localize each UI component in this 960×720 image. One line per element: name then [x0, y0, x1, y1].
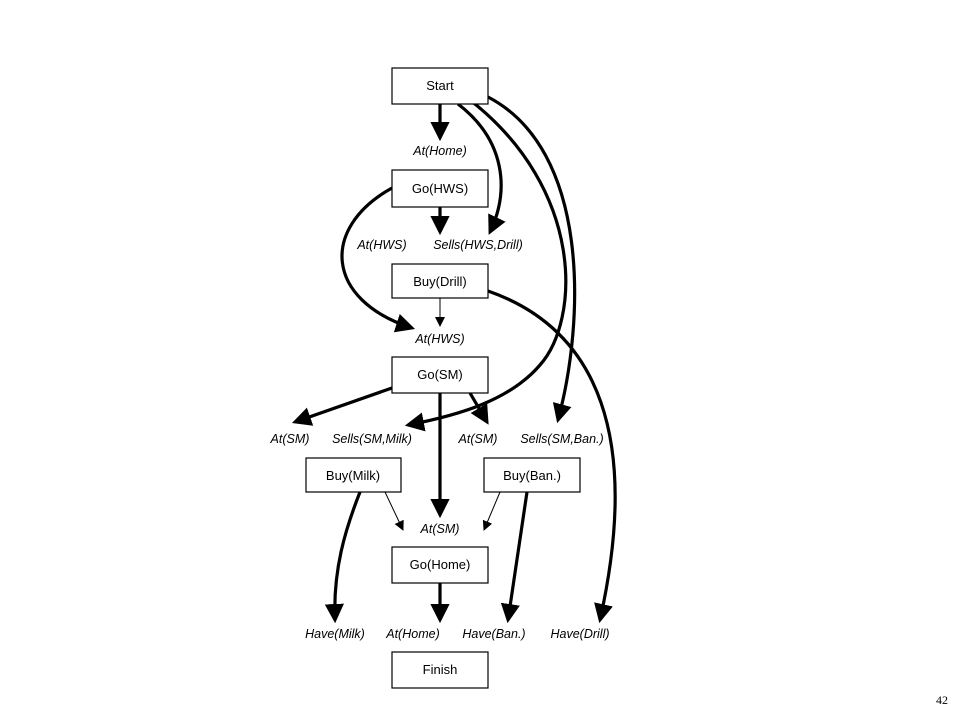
cond-at-sm-1: At(SM)	[270, 432, 310, 446]
step-buy-milk-label: Buy(Milk)	[326, 468, 380, 483]
cond-sells-hws-drill: Sells(HWS,Drill)	[433, 238, 523, 252]
cond-have-milk: Have(Milk)	[305, 627, 365, 641]
cond-at-sm-2: At(SM)	[458, 432, 498, 446]
step-go-hws-label: Go(HWS)	[412, 181, 468, 196]
step-start-label: Start	[426, 78, 454, 93]
step-buy-milk: Buy(Milk)	[305, 457, 402, 493]
step-go-sm-label: Go(SM)	[417, 367, 463, 382]
step-finish-label: Finish	[423, 662, 458, 677]
cond-at-hws-2: At(HWS)	[414, 332, 464, 346]
edge-buy-ban-to-at-sm	[482, 491, 501, 531]
cond-at-hws-1: At(HWS)	[356, 238, 406, 252]
cond-have-ban: Have(Ban.)	[462, 627, 525, 641]
step-go-sm: Go(SM)	[391, 356, 489, 394]
cond-sells-sm-milk: Sells(SM,Milk)	[332, 432, 412, 446]
step-start: Start	[391, 67, 489, 105]
page-number: 42	[936, 693, 948, 707]
step-buy-drill-label: Buy(Drill)	[413, 274, 466, 289]
cond-sells-sm-ban: Sells(SM,Ban.)	[520, 432, 603, 446]
step-go-home: Go(Home)	[391, 546, 489, 584]
edge-go-sm-to-at-sm-left	[291, 386, 393, 426]
step-buy-drill: Buy(Drill)	[391, 263, 489, 299]
step-buy-ban-label: Buy(Ban.)	[503, 468, 561, 483]
edge-buy-milk-to-at-sm	[384, 491, 404, 531]
edge-buy-milk-to-have-milk	[324, 491, 362, 624]
cond-at-sm-3: At(SM)	[420, 522, 460, 536]
edge-start-to-sells-sm-milk	[404, 98, 568, 432]
edge-go-sm-to-at-sm-right	[468, 392, 489, 425]
step-finish: Finish	[391, 651, 489, 689]
edge-buy-drill-to-have-drill	[487, 289, 617, 624]
edge-start-to-sells-sm-ban	[487, 95, 577, 424]
conditions: At(Home) At(HWS) Sells(HWS,Drill) At(HWS…	[270, 144, 610, 641]
edges	[291, 95, 617, 624]
cond-have-drill: Have(Drill)	[550, 627, 609, 641]
edge-buy-ban-to-have-ban	[500, 491, 529, 624]
edge-go-hws-to-at-hws-lower	[340, 186, 416, 333]
step-buy-ban: Buy(Ban.)	[483, 457, 581, 493]
edge-start-to-sells-hws-drill	[457, 102, 506, 235]
cond-at-home-1: At(Home)	[412, 144, 466, 158]
step-go-hws: Go(HWS)	[391, 169, 489, 208]
step-go-home-label: Go(Home)	[410, 557, 471, 572]
cond-at-home-2: At(Home)	[385, 627, 439, 641]
